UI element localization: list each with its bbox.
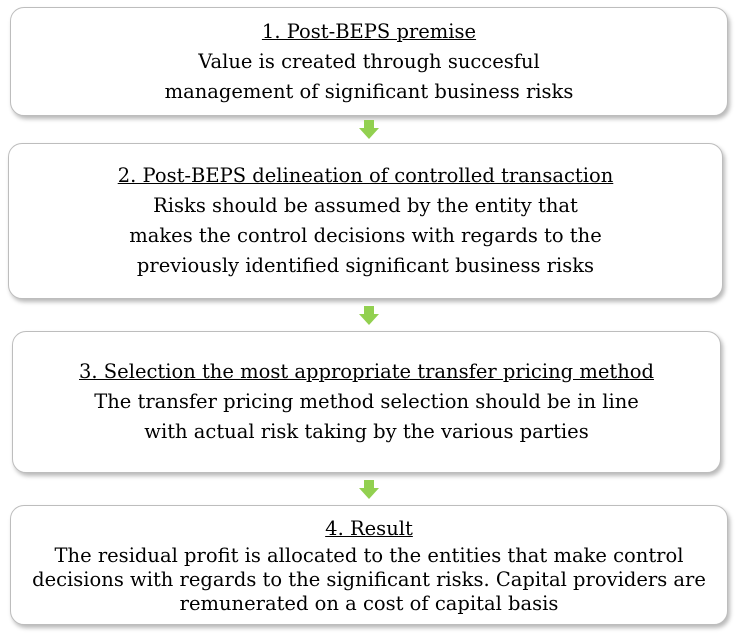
arrow-down-icon xyxy=(359,480,379,499)
step-4-box: 4. Result The residual profit is allocat… xyxy=(10,505,728,625)
step-4-title: 4. Result xyxy=(325,517,413,540)
step-4-line-1: The residual profit is allocated to the … xyxy=(54,544,684,567)
step-2-title: 2. Post-BEPS delineation of controlled t… xyxy=(117,164,614,187)
arrow-down-icon xyxy=(359,306,379,325)
step-2-box: 2. Post-BEPS delineation of controlled t… xyxy=(8,143,723,299)
step-1-line-1: Value is created through succesful xyxy=(198,49,540,73)
step-2-line-3: previously identified significant busine… xyxy=(136,254,595,277)
step-3-line-2: with actual risk taking by the various p… xyxy=(144,420,589,443)
arrow-down-icon xyxy=(359,120,379,139)
step-3-box: 3. Selection the most appropriate transf… xyxy=(12,331,721,473)
step-1-title: 1. Post-BEPS premise xyxy=(261,19,477,43)
step-3-title: 3. Selection the most appropriate transf… xyxy=(79,360,654,383)
step-2-line-2: makes the control decisions with regards… xyxy=(129,224,602,247)
step-1-line-2: management of significant business risks xyxy=(164,79,574,103)
step-1-box: 1. Post-BEPS premise Value is created th… xyxy=(10,7,728,116)
step-2-line-1: Risks should be assumed by the entity th… xyxy=(153,194,578,217)
step-4-line-2: decisions with regards to the significan… xyxy=(32,568,706,591)
step-4-line-3: remunerated on a cost of capital basis xyxy=(179,592,559,615)
step-3-line-1: The transfer pricing method selection sh… xyxy=(94,390,639,413)
